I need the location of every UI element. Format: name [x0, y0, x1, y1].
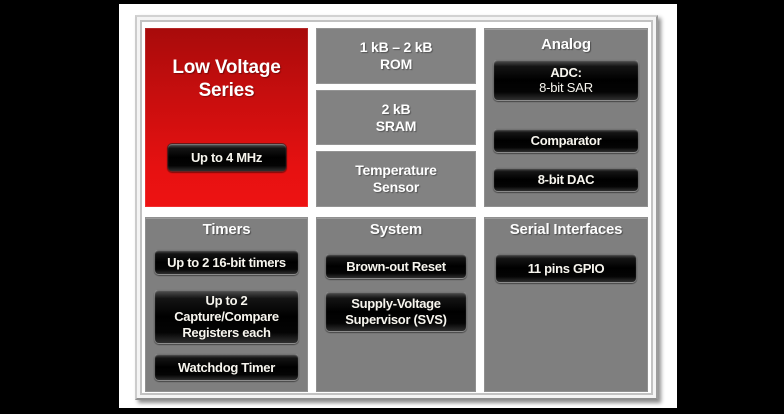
button-label: Up to 4 MHz	[190, 150, 263, 165]
button-label: Brown-out Reset	[346, 258, 446, 274]
button-label: 8-bit DAC	[537, 172, 595, 187]
low-voltage-series-title: Low Voltage Series	[172, 56, 280, 102]
temperature-sensor-block: Temperature Sensor	[316, 151, 476, 208]
svs-button: Supply-Voltage Supervisor (SVS)	[325, 291, 467, 332]
timer-count-button: Up to 2 16-bit timers	[154, 249, 299, 275]
button-label: Comparator	[530, 133, 602, 148]
adc-button: ADC: 8-bit SAR	[493, 59, 639, 101]
rom-block: 1 kB – 2 kB ROM	[316, 28, 476, 84]
title-line: Series	[198, 80, 255, 101]
clock-speed-button: Up to 4 MHz	[166, 143, 287, 172]
diagram-grid: Low Voltage Series Up to 4 MHz 1 kB – 2 …	[137, 17, 656, 398]
button-label: Watchdog Timer	[178, 359, 275, 375]
block-line: Temperature	[355, 162, 437, 179]
block-line: Sensor	[372, 179, 420, 196]
slide-background: Low Voltage Series Up to 4 MHz 1 kB – 2 …	[119, 4, 677, 408]
button-label: Registers each	[182, 324, 271, 340]
button-label: Supervisor (SVS)	[345, 311, 447, 327]
capture-compare-button: Up to 2 Capture/Compare Registers each	[154, 289, 299, 344]
comparator-button: Comparator	[493, 128, 639, 153]
button-sublabel: 8-bit SAR	[539, 80, 593, 95]
button-label: ADC:	[550, 65, 582, 80]
button-label: Capture/Compare	[174, 308, 279, 324]
button-label: Supply-Voltage	[351, 295, 441, 311]
memory-column: 1 kB – 2 kB ROM 2 kB SRAM Temperature Se…	[316, 28, 476, 208]
timers-panel-title: Timers	[202, 221, 251, 238]
serial-interfaces-panel-title: Serial Interfaces	[509, 221, 623, 238]
analog-panel: Analog ADC: 8-bit SAR Comparator 8-bit D…	[484, 28, 648, 207]
block-line: 1 kB – 2 kB	[359, 38, 433, 55]
sram-block: 2 kB SRAM	[316, 89, 476, 146]
system-panel: System Brown-out Reset Supply-Voltage Su…	[316, 217, 476, 392]
low-voltage-series-block: Low Voltage Series Up to 4 MHz	[145, 28, 308, 207]
timers-panel: Timers Up to 2 16-bit timers Up to 2 Cap…	[145, 217, 308, 392]
block-line: 2 kB	[381, 100, 411, 117]
button-label: 11 pins GPIO	[527, 260, 605, 276]
block-line: ROM	[379, 55, 413, 72]
title-line: Low Voltage	[172, 57, 281, 78]
system-panel-title: System	[369, 221, 423, 238]
gpio-button: 11 pins GPIO	[495, 253, 637, 283]
brownout-reset-button: Brown-out Reset	[325, 253, 467, 279]
analog-panel-title: Analog	[541, 36, 591, 53]
serial-interfaces-panel: Serial Interfaces 11 pins GPIO	[484, 217, 648, 392]
mcu-block-diagram-frame: Low Voltage Series Up to 4 MHz 1 kB – 2 …	[135, 15, 658, 400]
dac-button: 8-bit DAC	[493, 167, 639, 192]
block-line: SRAM	[375, 117, 417, 134]
watchdog-timer-button: Watchdog Timer	[154, 353, 299, 381]
button-label: Up to 2 16-bit timers	[167, 254, 286, 270]
button-label: Up to 2	[205, 292, 248, 308]
